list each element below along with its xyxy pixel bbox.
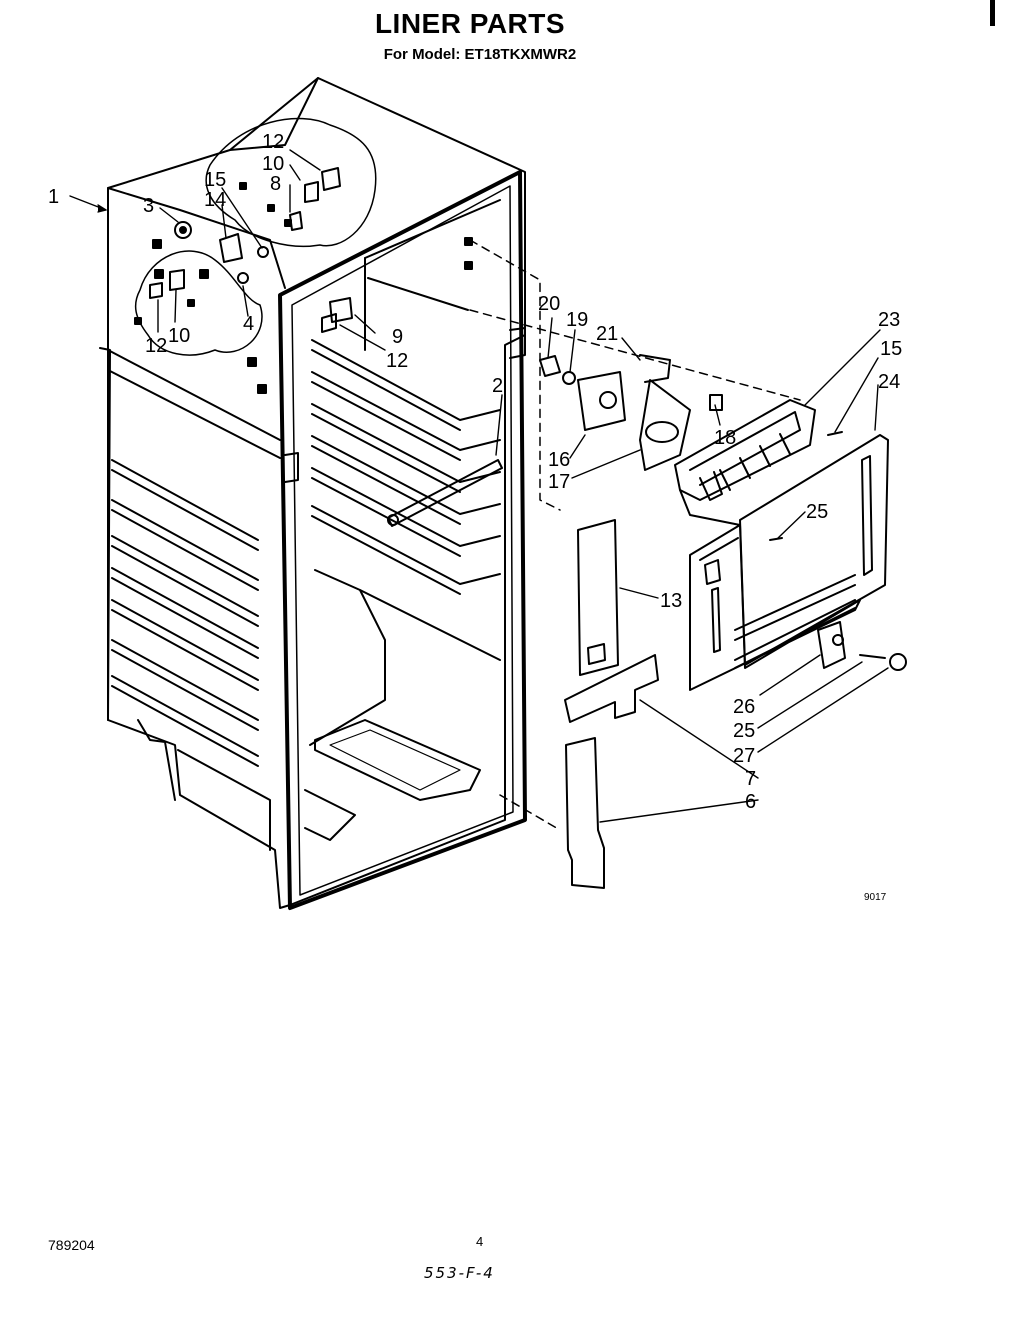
model-subtitle: For Model: ET18TKXMWR2 [383, 46, 577, 63]
callout-25a: 25 [806, 501, 828, 523]
callout-15b: 15 [880, 338, 902, 360]
page-number: 4 [476, 1234, 484, 1249]
document-number: 789204 [48, 1237, 95, 1253]
callout-21: 21 [596, 323, 618, 345]
callout-7: 7 [745, 768, 756, 790]
callout-12a: 12 [262, 131, 284, 153]
callout-16: 16 [548, 449, 570, 471]
duct-panels [564, 519, 659, 889]
callout-15a: 15 [204, 169, 226, 191]
callout-27: 27 [733, 745, 755, 767]
callout-20: 20 [538, 293, 560, 315]
callout-6: 6 [745, 791, 756, 813]
liner-cabinet [99, 77, 527, 910]
callout-23: 23 [878, 309, 900, 331]
callout-1: 1 [48, 186, 59, 208]
callout-18: 18 [714, 427, 736, 449]
page-title: LINER PARTS [374, 8, 566, 39]
callout-19: 19 [566, 309, 588, 331]
callout-labels: 1 2 3 4 6 7 8 9 10 10 12 12 12 13 14 15 … [48, 131, 902, 903]
callout-2: 2 [492, 375, 503, 397]
leader-lines [69, 149, 889, 823]
small-parts [149, 167, 503, 527]
callout-26: 26 [733, 696, 755, 718]
handwritten-note: 553-F-4 [424, 1264, 495, 1282]
callout-12c: 12 [386, 350, 408, 372]
fan-motor-assembly [539, 354, 723, 471]
evaporator-cover [674, 399, 907, 691]
scan-edge-mark [990, 0, 995, 26]
callout-10b: 10 [168, 325, 190, 347]
callout-17: 17 [548, 471, 570, 493]
callout-13: 13 [660, 590, 682, 612]
callout-25b: 25 [733, 720, 755, 742]
callout-10a: 10 [262, 153, 284, 175]
callout-14: 14 [204, 189, 226, 211]
callout-12b: 12 [145, 335, 167, 357]
callout-9: 9 [392, 326, 403, 348]
callout-3: 3 [143, 195, 154, 217]
callout-24: 24 [878, 371, 900, 393]
callout-4: 4 [243, 313, 254, 335]
figure-code: 9017 [864, 892, 887, 903]
callout-8: 8 [270, 173, 281, 195]
